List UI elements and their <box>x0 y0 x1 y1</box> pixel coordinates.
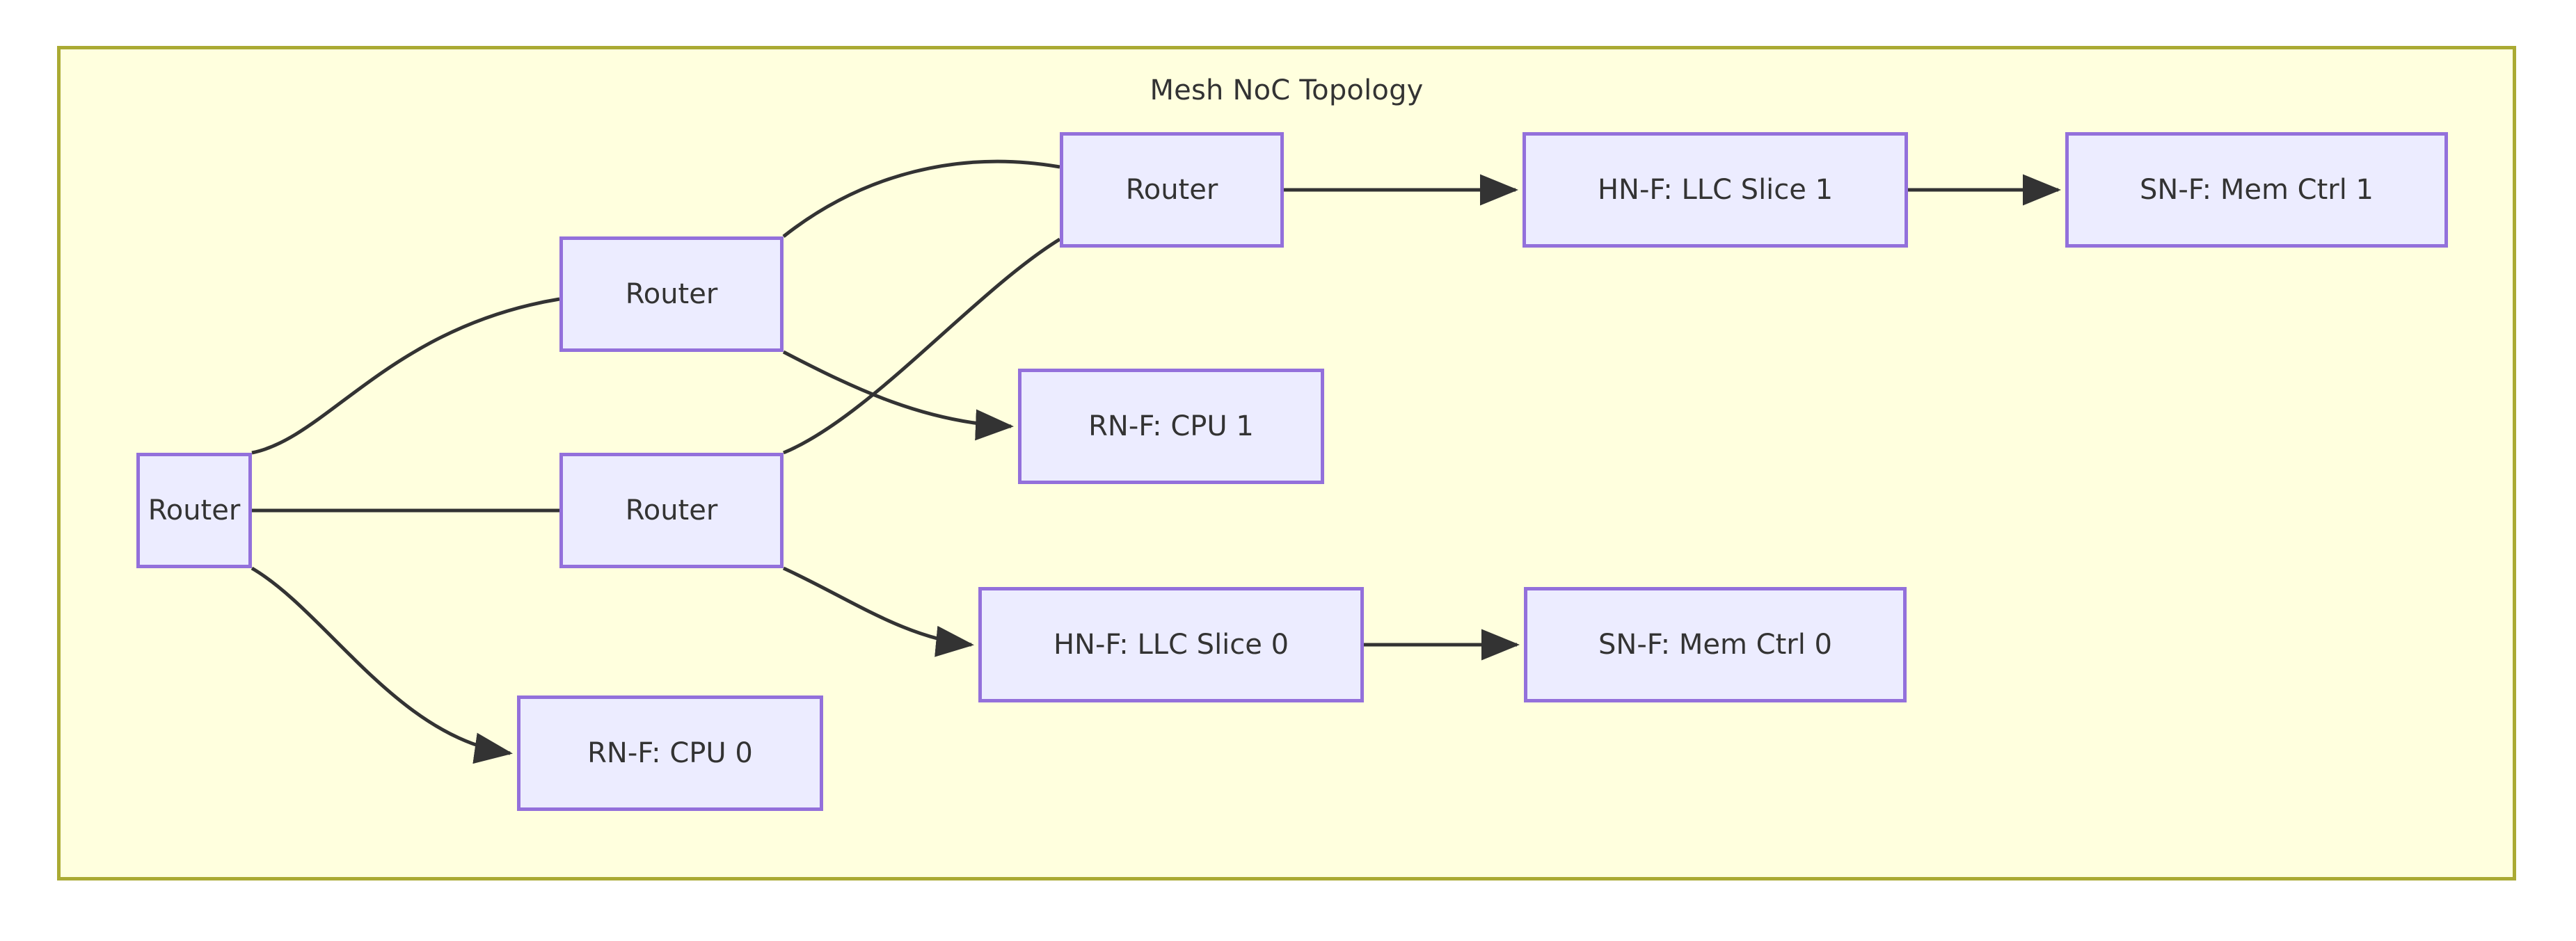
node-label: HN-F: LLC Slice 1 <box>1597 174 1834 206</box>
node-label: SN-F: Mem Ctrl 1 <box>2140 174 2374 206</box>
node-label: Router <box>1125 174 1218 206</box>
node-router-1[interactable]: Router <box>1060 132 1284 248</box>
node-label: Router <box>148 494 241 526</box>
node-rnf-cpu-0[interactable]: RN-F: CPU 0 <box>517 695 823 811</box>
node-router-3[interactable]: Router <box>559 453 784 568</box>
node-router-0[interactable]: Router <box>136 453 252 568</box>
node-label: SN-F: Mem Ctrl 0 <box>1598 629 1832 661</box>
node-label: HN-F: LLC Slice 0 <box>1053 629 1289 661</box>
node-label: Router <box>625 494 718 526</box>
node-router-2[interactable]: Router <box>559 236 784 352</box>
node-snf-mem-ctrl-1[interactable]: SN-F: Mem Ctrl 1 <box>2065 132 2448 248</box>
node-label: Router <box>625 278 718 310</box>
subgraph-title: Mesh NoC Topology <box>1150 74 1424 106</box>
node-label: RN-F: CPU 1 <box>1088 410 1254 442</box>
node-hnf-llc-slice-1[interactable]: HN-F: LLC Slice 1 <box>1522 132 1908 248</box>
node-snf-mem-ctrl-0[interactable]: SN-F: Mem Ctrl 0 <box>1524 587 1907 702</box>
node-label: RN-F: CPU 0 <box>587 737 753 769</box>
node-hnf-llc-slice-0[interactable]: HN-F: LLC Slice 0 <box>978 587 1364 702</box>
node-rnf-cpu-1[interactable]: RN-F: CPU 1 <box>1018 369 1324 484</box>
